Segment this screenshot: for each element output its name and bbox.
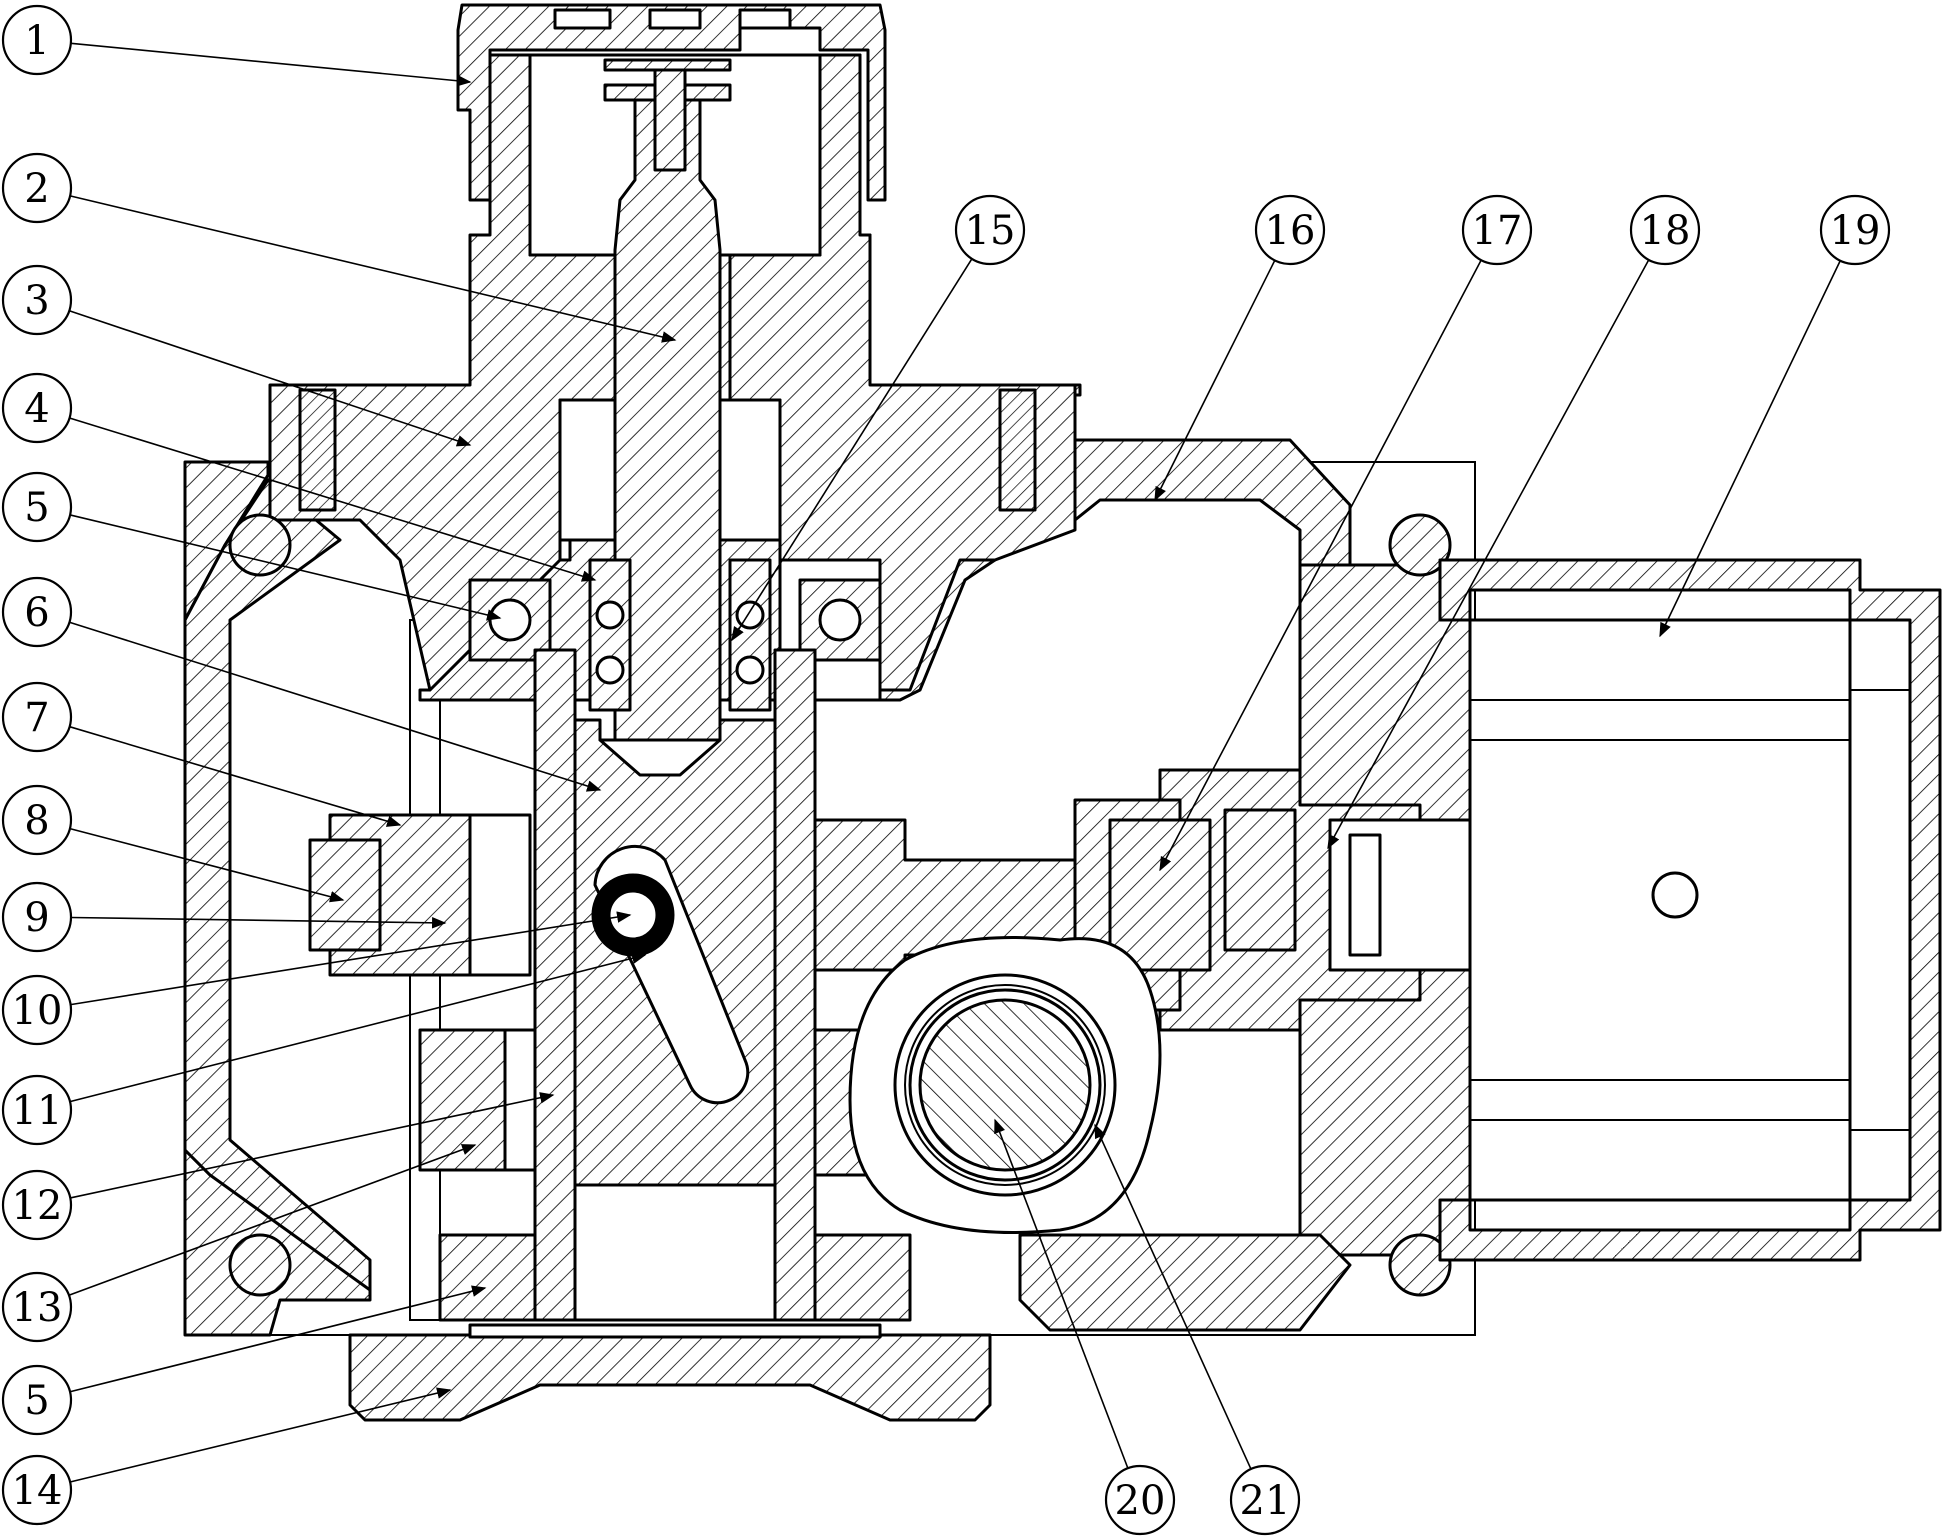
leader-line-4 xyxy=(69,417,597,582)
callout-label-17: 17 xyxy=(1472,208,1523,254)
callout-label-18: 18 xyxy=(1640,208,1691,254)
leader-line-5a xyxy=(69,514,502,621)
callout-circle-8 xyxy=(1,784,73,856)
leader-line-3 xyxy=(68,310,472,447)
callout-label-4: 4 xyxy=(24,386,49,432)
bearings xyxy=(468,558,882,712)
motor-housing xyxy=(1438,558,1942,1262)
callout-label-21: 21 xyxy=(1240,1478,1291,1524)
flange-screws xyxy=(298,388,1037,512)
leader-line-12 xyxy=(70,1092,555,1199)
callout-label-2: 2 xyxy=(24,166,49,212)
leader-line-8 xyxy=(69,827,345,903)
slot-pin xyxy=(591,844,750,1105)
callout-circle-16 xyxy=(1254,194,1326,266)
callout-label-7: 7 xyxy=(24,695,49,741)
callout-label-13: 13 xyxy=(12,1285,63,1331)
gearbox-housing xyxy=(228,438,1492,1332)
callout-label-11: 11 xyxy=(12,1088,63,1134)
callout-label-12: 12 xyxy=(12,1183,63,1229)
callout-label-19: 19 xyxy=(1830,208,1881,254)
bottom-plug xyxy=(348,1323,992,1422)
leader-line-21 xyxy=(1094,1123,1252,1470)
callout-label-8: 8 xyxy=(24,798,49,844)
callout-circle-21 xyxy=(1229,1464,1301,1536)
leader-line-6 xyxy=(69,621,602,792)
callout-circle-7 xyxy=(1,681,73,753)
leader-line-1 xyxy=(70,42,472,87)
callout-label-9: 9 xyxy=(24,895,49,941)
callout-circle-5a xyxy=(1,471,73,543)
callout-circle-9 xyxy=(1,881,73,953)
leader-line-16 xyxy=(1154,260,1276,502)
leader-line-19 xyxy=(1659,260,1842,638)
leader-line-13 xyxy=(68,1144,477,1296)
callout-label-15: 15 xyxy=(965,208,1016,254)
callout-label-5b: 5 xyxy=(24,1378,49,1424)
left-slider xyxy=(308,813,912,1322)
callout-label-6: 6 xyxy=(24,590,49,636)
leader-line-5b xyxy=(69,1285,487,1393)
callout-label-10: 10 xyxy=(12,988,63,1034)
stem xyxy=(603,58,732,742)
leader-line-9 xyxy=(70,916,447,929)
callout-circle-6 xyxy=(1,576,73,648)
leader-line-10 xyxy=(70,911,632,1006)
callout-circle-19 xyxy=(1819,194,1891,266)
callout-label-1: 1 xyxy=(24,18,49,64)
callout-circle-1 xyxy=(1,4,73,76)
callout-label-3: 3 xyxy=(24,278,49,324)
callout-circle-5b xyxy=(1,1364,73,1436)
leader-line-18 xyxy=(1327,259,1650,850)
callout-circle-20 xyxy=(1104,1464,1176,1536)
callout-label-5a: 5 xyxy=(24,485,49,531)
callout-circle-15 xyxy=(954,194,1026,266)
leader-line-20 xyxy=(994,1118,1129,1469)
callout-label-16: 16 xyxy=(1265,208,1316,254)
top-cap xyxy=(456,3,887,202)
callout-circle-11 xyxy=(1,1074,73,1146)
leader-line-15 xyxy=(731,258,973,642)
callout-circle-18 xyxy=(1629,194,1701,266)
callout-label-14: 14 xyxy=(12,1468,63,1514)
leader-line-11 xyxy=(69,952,647,1103)
callout-circle-4 xyxy=(1,372,73,444)
callout-circle-3 xyxy=(1,264,73,336)
callout-circle-2 xyxy=(1,152,73,224)
callout-circle-13 xyxy=(1,1271,73,1343)
leader-line-7 xyxy=(69,725,402,827)
callout-circle-17 xyxy=(1461,194,1533,266)
callout-circle-10 xyxy=(1,974,73,1046)
callout-circle-12 xyxy=(1,1169,73,1241)
leader-line-17 xyxy=(1159,259,1482,872)
callout-circle-14 xyxy=(1,1454,73,1526)
callout-label-20: 20 xyxy=(1115,1478,1166,1524)
leader-line-2 xyxy=(69,195,677,343)
worm-gear xyxy=(848,936,1162,1234)
leader-line-14 xyxy=(69,1387,452,1483)
